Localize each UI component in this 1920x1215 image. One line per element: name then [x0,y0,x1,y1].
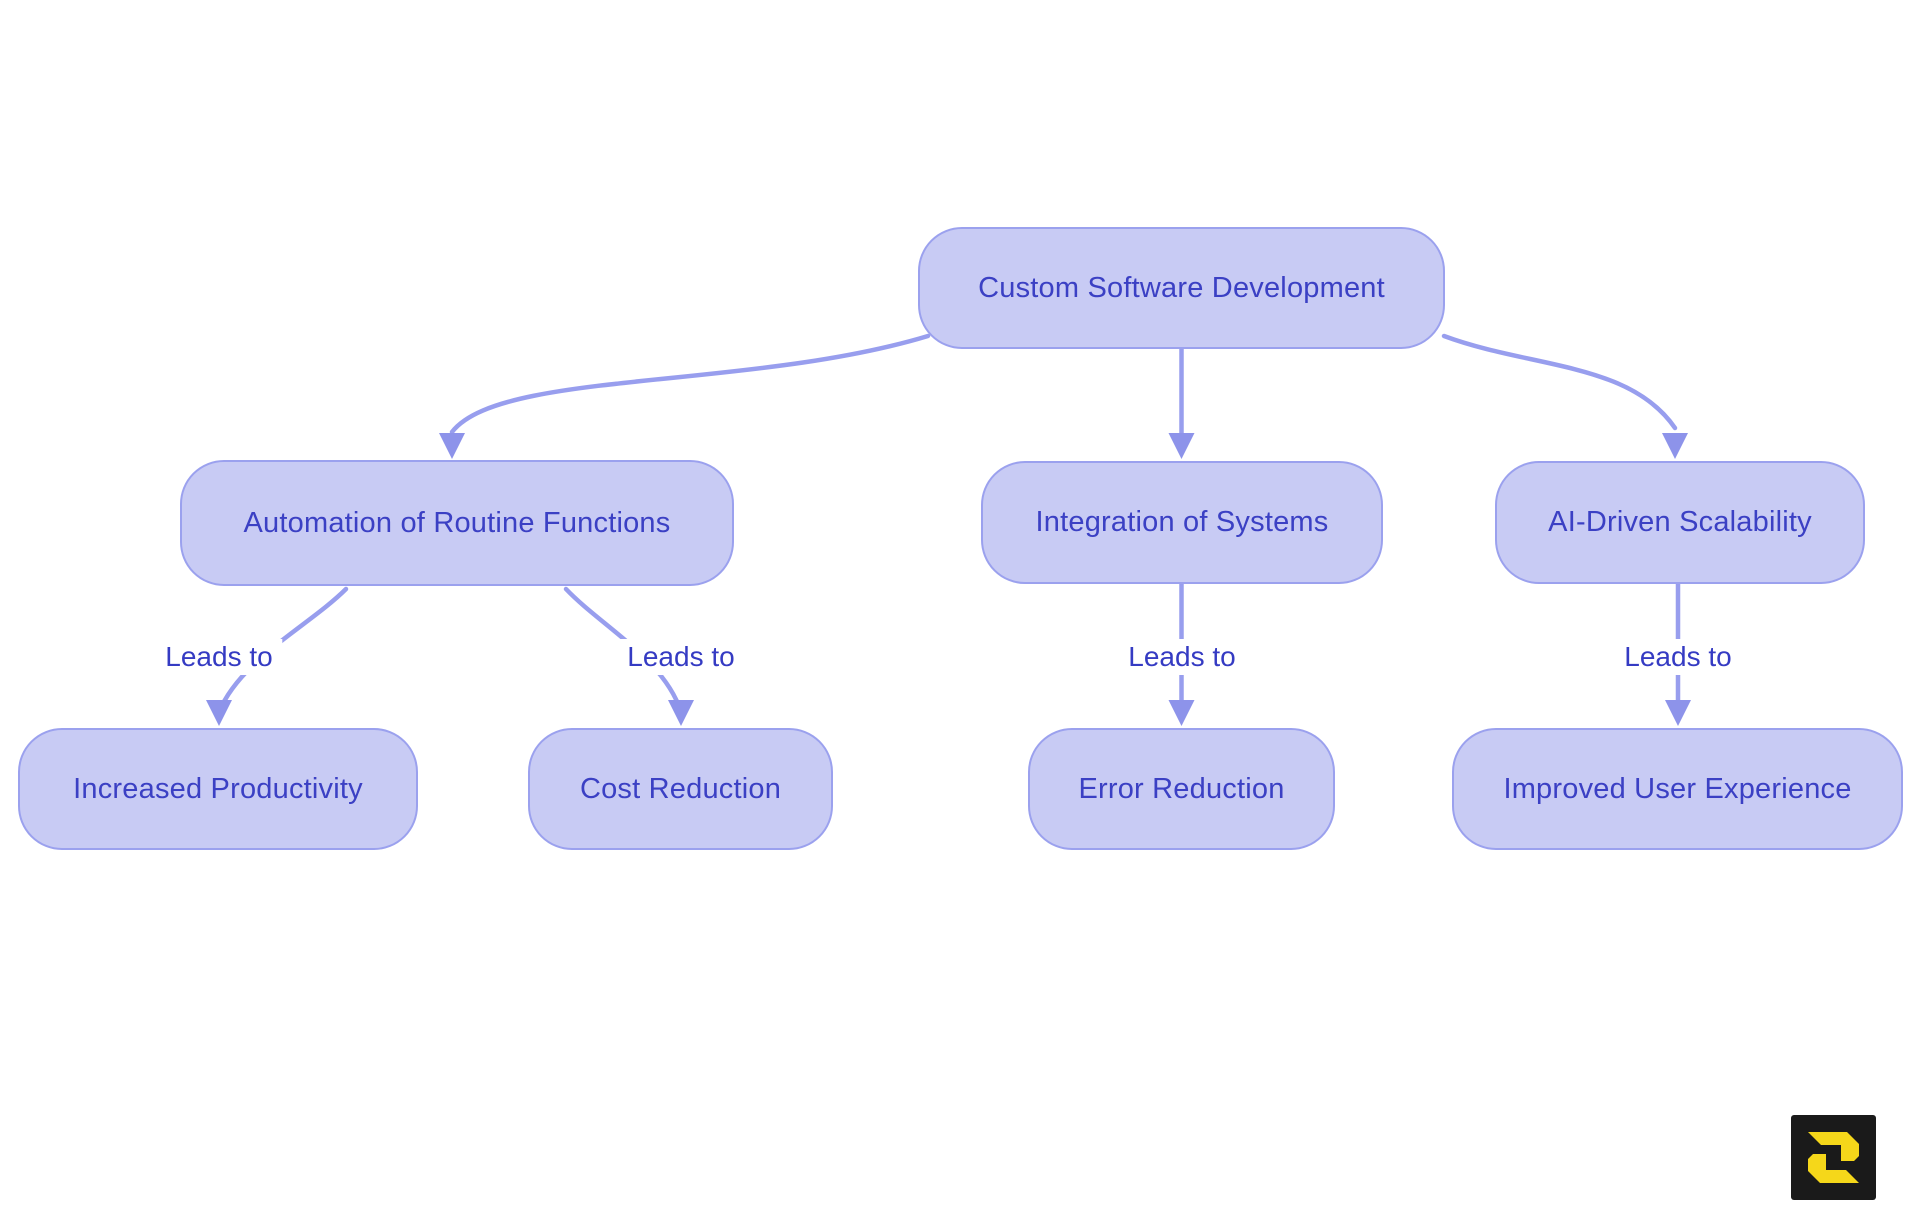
s-logo [1791,1115,1876,1200]
arrowhead-cost [668,700,694,726]
node-improved-user-experience: Improved User Experience [1452,728,1903,850]
arrowhead-automation [439,433,465,459]
node-error-reduction: Error Reduction [1028,728,1335,850]
s-logo-icon [1808,1132,1859,1183]
node-automation-of-routine-functions: Automation of Routine Functions [180,460,734,586]
edge-label-leads-to-cost: Leads to [617,639,745,675]
arrowhead-productivity [206,700,232,726]
node-increased-productivity: Increased Productivity [18,728,418,850]
edge-label-leads-to-ux: Leads to [1614,639,1742,675]
arrowhead-ux [1665,700,1691,726]
arrowhead-ai [1662,433,1688,459]
node-ai-driven-scalability: AI-Driven Scalability [1495,461,1865,584]
edge-root-ai [1441,333,1678,431]
node-integration-of-systems: Integration of Systems [981,461,1383,584]
node-cost-reduction: Cost Reduction [528,728,833,850]
edge-label-leads-to-productivity: Leads to [155,639,283,675]
arrowhead-integration [1168,433,1195,459]
arrowhead-error [1168,700,1195,726]
node-custom-software-development: Custom Software Development [918,227,1445,349]
edge-root-automation [449,333,931,435]
edge-label-leads-to-error: Leads to [1118,639,1246,675]
